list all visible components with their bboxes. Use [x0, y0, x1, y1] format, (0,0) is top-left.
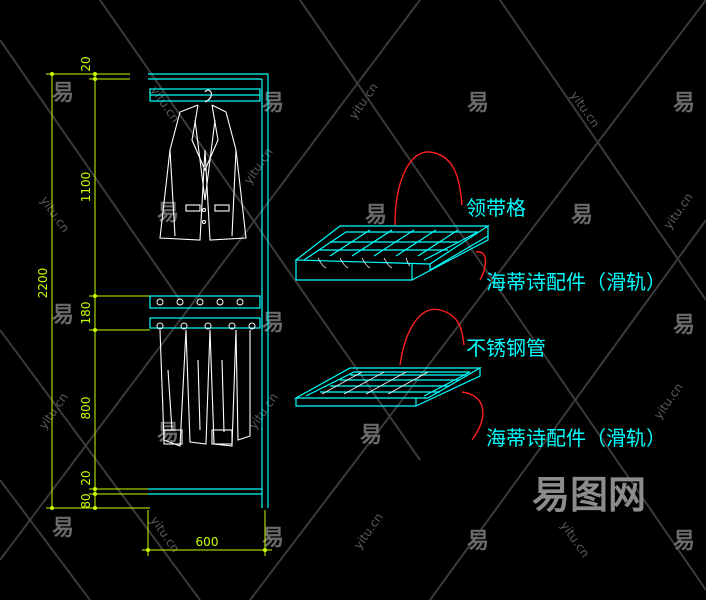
watermark-site: yitu.cn: [246, 390, 281, 431]
tube-drawer: [293, 367, 483, 407]
watermark-site: yitu.cn: [38, 194, 73, 235]
dimension-top-gap: 20: [79, 56, 93, 71]
dimension-width: 600: [196, 535, 219, 549]
watermark-yi: 易: [262, 311, 284, 336]
dimension-tick: [263, 548, 267, 552]
watermark-site: yitu.cn: [148, 514, 183, 555]
dimension-lower-zone: 800: [79, 397, 93, 420]
label-accessory-slide-2: 海蒂诗配件（滑轨）: [486, 426, 666, 450]
dimension-tick: [146, 548, 150, 552]
watermark-site: yitu.cn: [241, 145, 276, 186]
watermark-yi: 易: [673, 313, 695, 338]
watermark-site: yitu.cn: [651, 380, 686, 421]
watermark-yi: 易: [52, 81, 74, 106]
watermark-yi: 易: [467, 529, 489, 554]
dimension-chain: [46, 73, 150, 509]
watermark-yi: 易: [262, 526, 284, 551]
watermark-site: yitu.cn: [148, 84, 183, 125]
watermark-site: yitu.cn: [36, 390, 71, 431]
watermark-site: yitu.cn: [351, 510, 386, 551]
watermark-site: yitu.cn: [558, 519, 593, 560]
label-stainless-tube: 不锈钢管: [466, 336, 546, 360]
watermark-texts: 易 易 易 易 易 易 易 易 易 易 易 易 易 易 易 易 yitu.cn …: [36, 80, 696, 560]
label-accessory-slide-1: 海蒂诗配件（滑轨）: [486, 270, 666, 294]
watermark-yi: 易: [365, 203, 387, 228]
dimension-bottom-gap: 20: [79, 470, 93, 485]
watermark-yi: 易: [262, 91, 284, 116]
watermark-yi: 易: [52, 516, 74, 541]
watermark-yi: 易: [157, 421, 179, 446]
tie-rack-ties: [317, 257, 411, 269]
watermark-yi: 易: [157, 201, 179, 226]
shelf-rings: [156, 298, 256, 330]
dimension-shelf-zone: 180: [79, 302, 93, 325]
watermark-yi: 易: [571, 203, 593, 228]
watermark-yi: 易: [673, 91, 695, 116]
watermark-yi: 易: [467, 91, 489, 116]
tube-drawer-items: [321, 371, 429, 395]
watermark-yi: 易: [673, 529, 695, 554]
tie-rack-drawer: [294, 225, 491, 281]
dimension-ticks: [50, 72, 97, 510]
watermark-site: yitu.cn: [346, 80, 381, 121]
watermark-site: yitu.cn: [661, 190, 696, 231]
dimension-total-height: 2200: [36, 268, 50, 299]
dimension-base: 80: [79, 493, 93, 508]
label-tie-rack: 领带格: [466, 196, 526, 220]
watermark-brand: 易图网: [532, 473, 646, 517]
leader-lines: [394, 151, 487, 441]
dimension-hanging-zone: 1100: [79, 172, 93, 203]
watermark-yi: 易: [360, 423, 382, 448]
suit-jacket-icon: [159, 89, 247, 241]
watermark-yi: 易: [52, 303, 74, 328]
trousers-icon: [159, 329, 251, 447]
wardrobe-cabinet: [148, 73, 269, 508]
